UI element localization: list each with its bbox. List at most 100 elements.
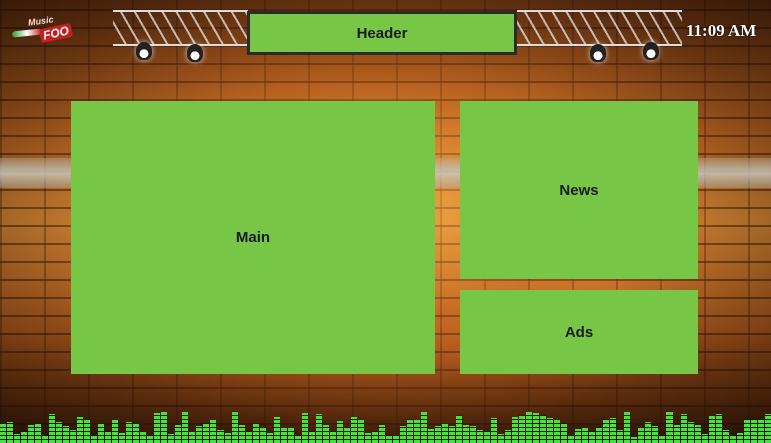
ads-zone[interactable]: Ads (460, 290, 698, 374)
equalizer-bar (449, 426, 455, 443)
equalizer-bar (765, 414, 771, 443)
equalizer-bar (652, 426, 658, 443)
equalizer-bar (575, 429, 581, 443)
equalizer-bar (56, 422, 62, 443)
equalizer-bar (42, 435, 48, 443)
equalizer-bar (610, 418, 616, 443)
equalizer-bar (365, 433, 371, 443)
equalizer-bar (358, 420, 364, 443)
equalizer-bar (709, 416, 715, 443)
equalizer-bar (105, 431, 111, 443)
equalizer-bar (758, 420, 764, 443)
equalizer-bar (702, 434, 708, 443)
equalizer-bar (49, 414, 55, 443)
equalizer-bar (681, 414, 687, 443)
equalizer-bar (526, 412, 532, 443)
equalizer-bar (631, 437, 637, 443)
news-zone-label: News (559, 182, 598, 199)
equalizer-bar (442, 424, 448, 443)
equalizer-bar (596, 427, 602, 443)
equalizer-bar (0, 424, 6, 443)
equalizer-bars-icon (0, 407, 771, 443)
equalizer-bar (119, 433, 125, 443)
brand-logo: Music FOO (10, 16, 86, 46)
equalizer-bar (161, 412, 167, 443)
equalizer-bar (659, 435, 665, 443)
equalizer-bar (744, 419, 750, 443)
equalizer-bar (484, 431, 490, 443)
equalizer-bar (203, 423, 209, 443)
stage-truss-right-icon (517, 10, 682, 46)
equalizer-bar (35, 424, 41, 443)
spotlight-icon (136, 42, 152, 60)
equalizer-bar (28, 425, 34, 443)
equalizer-bar (232, 411, 238, 443)
equalizer-bar (547, 418, 553, 443)
equalizer-bar (695, 425, 701, 443)
equalizer-bar (505, 430, 511, 443)
equalizer-bar (133, 424, 139, 443)
equalizer-bar (638, 428, 644, 443)
equalizer-bar (624, 412, 630, 443)
equalizer-bar (253, 423, 259, 443)
equalizer-bar (330, 431, 336, 443)
equalizer-bar (512, 417, 518, 443)
equalizer-bar (519, 415, 525, 443)
equalizer-bar (751, 419, 757, 443)
equalizer-bar (281, 428, 287, 443)
equalizer-bar (126, 422, 132, 443)
equalizer-bar (400, 426, 406, 443)
equalizer-bar (716, 414, 722, 443)
equalizer-bar (470, 426, 476, 443)
equalizer-bar (730, 436, 736, 443)
equalizer-bar (428, 429, 434, 443)
header-zone[interactable]: Header (247, 11, 517, 55)
equalizer-bar (737, 433, 743, 443)
spotlight-icon (643, 42, 659, 60)
equalizer-bar (603, 419, 609, 443)
equalizer-bar (239, 425, 245, 443)
equalizer-bar (225, 433, 231, 443)
equalizer-bar (414, 420, 420, 443)
equalizer-bar (295, 435, 301, 443)
equalizer-bar (351, 417, 357, 443)
equalizer-bar (568, 436, 574, 443)
equalizer-bar (309, 431, 315, 443)
equalizer-bar (182, 412, 188, 443)
equalizer-bar (463, 425, 469, 443)
equalizer-bar (491, 418, 497, 443)
equalizer-bar (645, 422, 651, 443)
equalizer-bar (323, 425, 329, 443)
equalizer-bar (14, 434, 20, 443)
equalizer-bar (407, 419, 413, 443)
equalizer-bar (63, 426, 69, 443)
main-zone[interactable]: Main (71, 101, 435, 374)
logo-swoosh-icon (12, 28, 42, 37)
equalizer-bar (7, 422, 13, 443)
equalizer-bar (168, 434, 174, 443)
equalizer-bar (189, 432, 195, 443)
equalizer-bar (77, 417, 83, 443)
equalizer-bar (302, 413, 308, 443)
equalizer-bar (210, 420, 216, 443)
equalizer-bar (147, 436, 153, 443)
equalizer-bar (589, 431, 595, 443)
equalizer-bar (98, 424, 104, 443)
equalizer-bar (456, 415, 462, 443)
equalizer-bar (154, 413, 160, 443)
equalizer-bar (316, 414, 322, 443)
equalizer-bar (421, 412, 427, 443)
equalizer-bar (267, 433, 273, 443)
ads-zone-label: Ads (565, 324, 593, 341)
equalizer-bar (477, 430, 483, 443)
equalizer-bar (91, 435, 97, 443)
equalizer-bar (554, 420, 560, 443)
equalizer-bar (246, 431, 252, 443)
logo-text-bottom: FOO (39, 23, 73, 43)
equalizer-bar (379, 425, 385, 443)
equalizer-bar (540, 415, 546, 443)
equalizer-bar (274, 417, 280, 443)
news-zone[interactable]: News (460, 101, 698, 279)
equalizer-bar (723, 430, 729, 443)
